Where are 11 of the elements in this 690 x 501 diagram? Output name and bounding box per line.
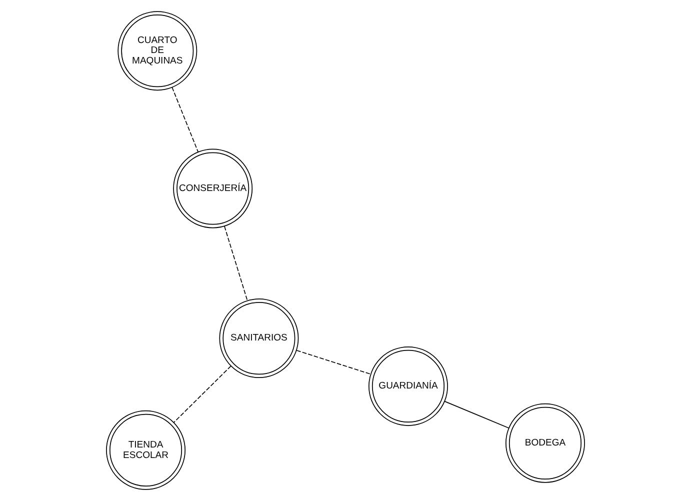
connector [444,400,509,428]
connector [171,86,198,152]
connector [224,226,248,301]
connector [296,350,371,375]
node-circle: GUARDIANÍA [368,346,448,426]
connector [172,366,231,423]
node-circle: SANITARIOS [218,298,298,378]
node-circle: TIENDA ESCOLAR [106,410,186,490]
node-circle: CUARTO DE MAQUINAS [117,11,197,91]
node-circle: CONSERJERÍA [172,148,252,228]
node-circle: BODEGA [504,403,584,483]
